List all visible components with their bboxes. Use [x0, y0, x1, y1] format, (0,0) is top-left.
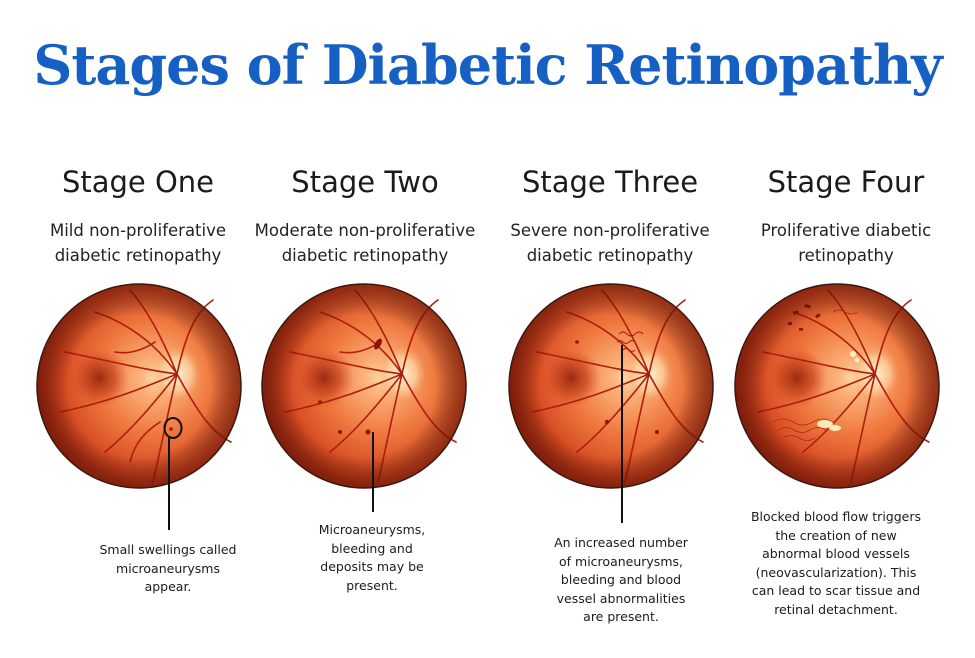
- stage-two-note-line: deposits may be: [320, 559, 424, 574]
- stage-four-description: Proliferative diabetic retinopathy: [722, 218, 970, 268]
- stage-three-note-line: are present.: [583, 609, 659, 624]
- stage-one-note-line: microaneurysms: [116, 560, 220, 576]
- stage-one-description: Mild non-proliferative diabetic retinopa…: [14, 218, 262, 268]
- stage-one-column: Stage One Mild non-proliferative diabeti…: [18, 0, 258, 658]
- stage-three-description-line: diabetic retinopathy: [526, 246, 694, 265]
- stage-three-pointer-line: [621, 345, 623, 523]
- stage-three-note-line: An increased number: [554, 535, 688, 550]
- stage-one-description-line: diabetic retinopathy: [54, 246, 222, 265]
- stage-two-description-line: Moderate non-proliferative: [254, 221, 476, 240]
- stage-one-title: Stage One: [61, 165, 215, 199]
- retina-stage-one-image: [36, 283, 242, 489]
- stage-four-column: Stage Four Proliferative diabetic retino…: [726, 0, 966, 658]
- stage-three-column: Stage Three Severe non-proliferative dia…: [490, 0, 730, 658]
- stage-two-title: Stage Two: [291, 165, 439, 199]
- stage-three-description: Severe non-proliferative diabetic retino…: [486, 218, 734, 268]
- stage-three-note-line: bleeding and blood: [560, 572, 682, 587]
- stage-three-note-line: vessel abnormalities: [556, 590, 686, 606]
- retina-stage-three-image: [508, 283, 714, 489]
- stage-three-note-line: of microaneurysms,: [559, 553, 683, 569]
- retina-stage-two-image: [261, 283, 467, 489]
- stage-four-note-line: the creation of new: [775, 527, 897, 543]
- stage-one-pointer-line: [168, 438, 170, 530]
- stage-two-pointer-line: [372, 432, 374, 512]
- stage-two-note: Microaneurysms, bleeding and deposits ma…: [292, 521, 452, 595]
- retina-stage-four-image: [734, 283, 940, 489]
- stage-four-description-line: retinopathy: [798, 246, 894, 265]
- stage-three-description-line: Severe non-proliferative: [510, 221, 710, 240]
- stage-four-title: Stage Four: [767, 165, 925, 199]
- stage-two-note-line: bleeding and: [331, 540, 413, 556]
- stage-one-note-line: Small swellings called: [99, 542, 237, 557]
- stage-two-description-line: diabetic retinopathy: [281, 246, 449, 265]
- stage-four-note-line: (neovascularization). This: [755, 564, 917, 580]
- stage-two-description: Moderate non-proliferative diabetic reti…: [241, 218, 489, 268]
- stage-four-note-line: Blocked blood flow triggers: [750, 509, 921, 524]
- stage-four-description-line: Proliferative diabetic: [760, 221, 932, 240]
- page-title: Stages of Diabetic Retinopathy: [33, 33, 942, 97]
- stage-four-note-line: can lead to scar tissue and: [751, 583, 921, 598]
- stage-three-title: Stage Three: [521, 165, 699, 199]
- stage-four-note-line: abnormal blood vessels: [762, 546, 910, 561]
- stage-four-note-line: retinal detachment.: [774, 601, 898, 617]
- stage-four-note: Blocked blood flow triggers the creation…: [730, 508, 942, 619]
- stage-one-note: Small swellings called microaneurysms ap…: [78, 541, 258, 597]
- stage-one-note-line: appear.: [144, 579, 192, 594]
- stage-two-column: Stage Two Moderate non-proliferative dia…: [245, 0, 485, 658]
- stage-one-description-line: Mild non-proliferative: [49, 221, 227, 240]
- stage-two-note-line: Microaneurysms,: [318, 522, 426, 537]
- stage-three-note: An increased number of microaneurysms, b…: [536, 534, 706, 627]
- stage-two-note-line: present.: [346, 577, 398, 593]
